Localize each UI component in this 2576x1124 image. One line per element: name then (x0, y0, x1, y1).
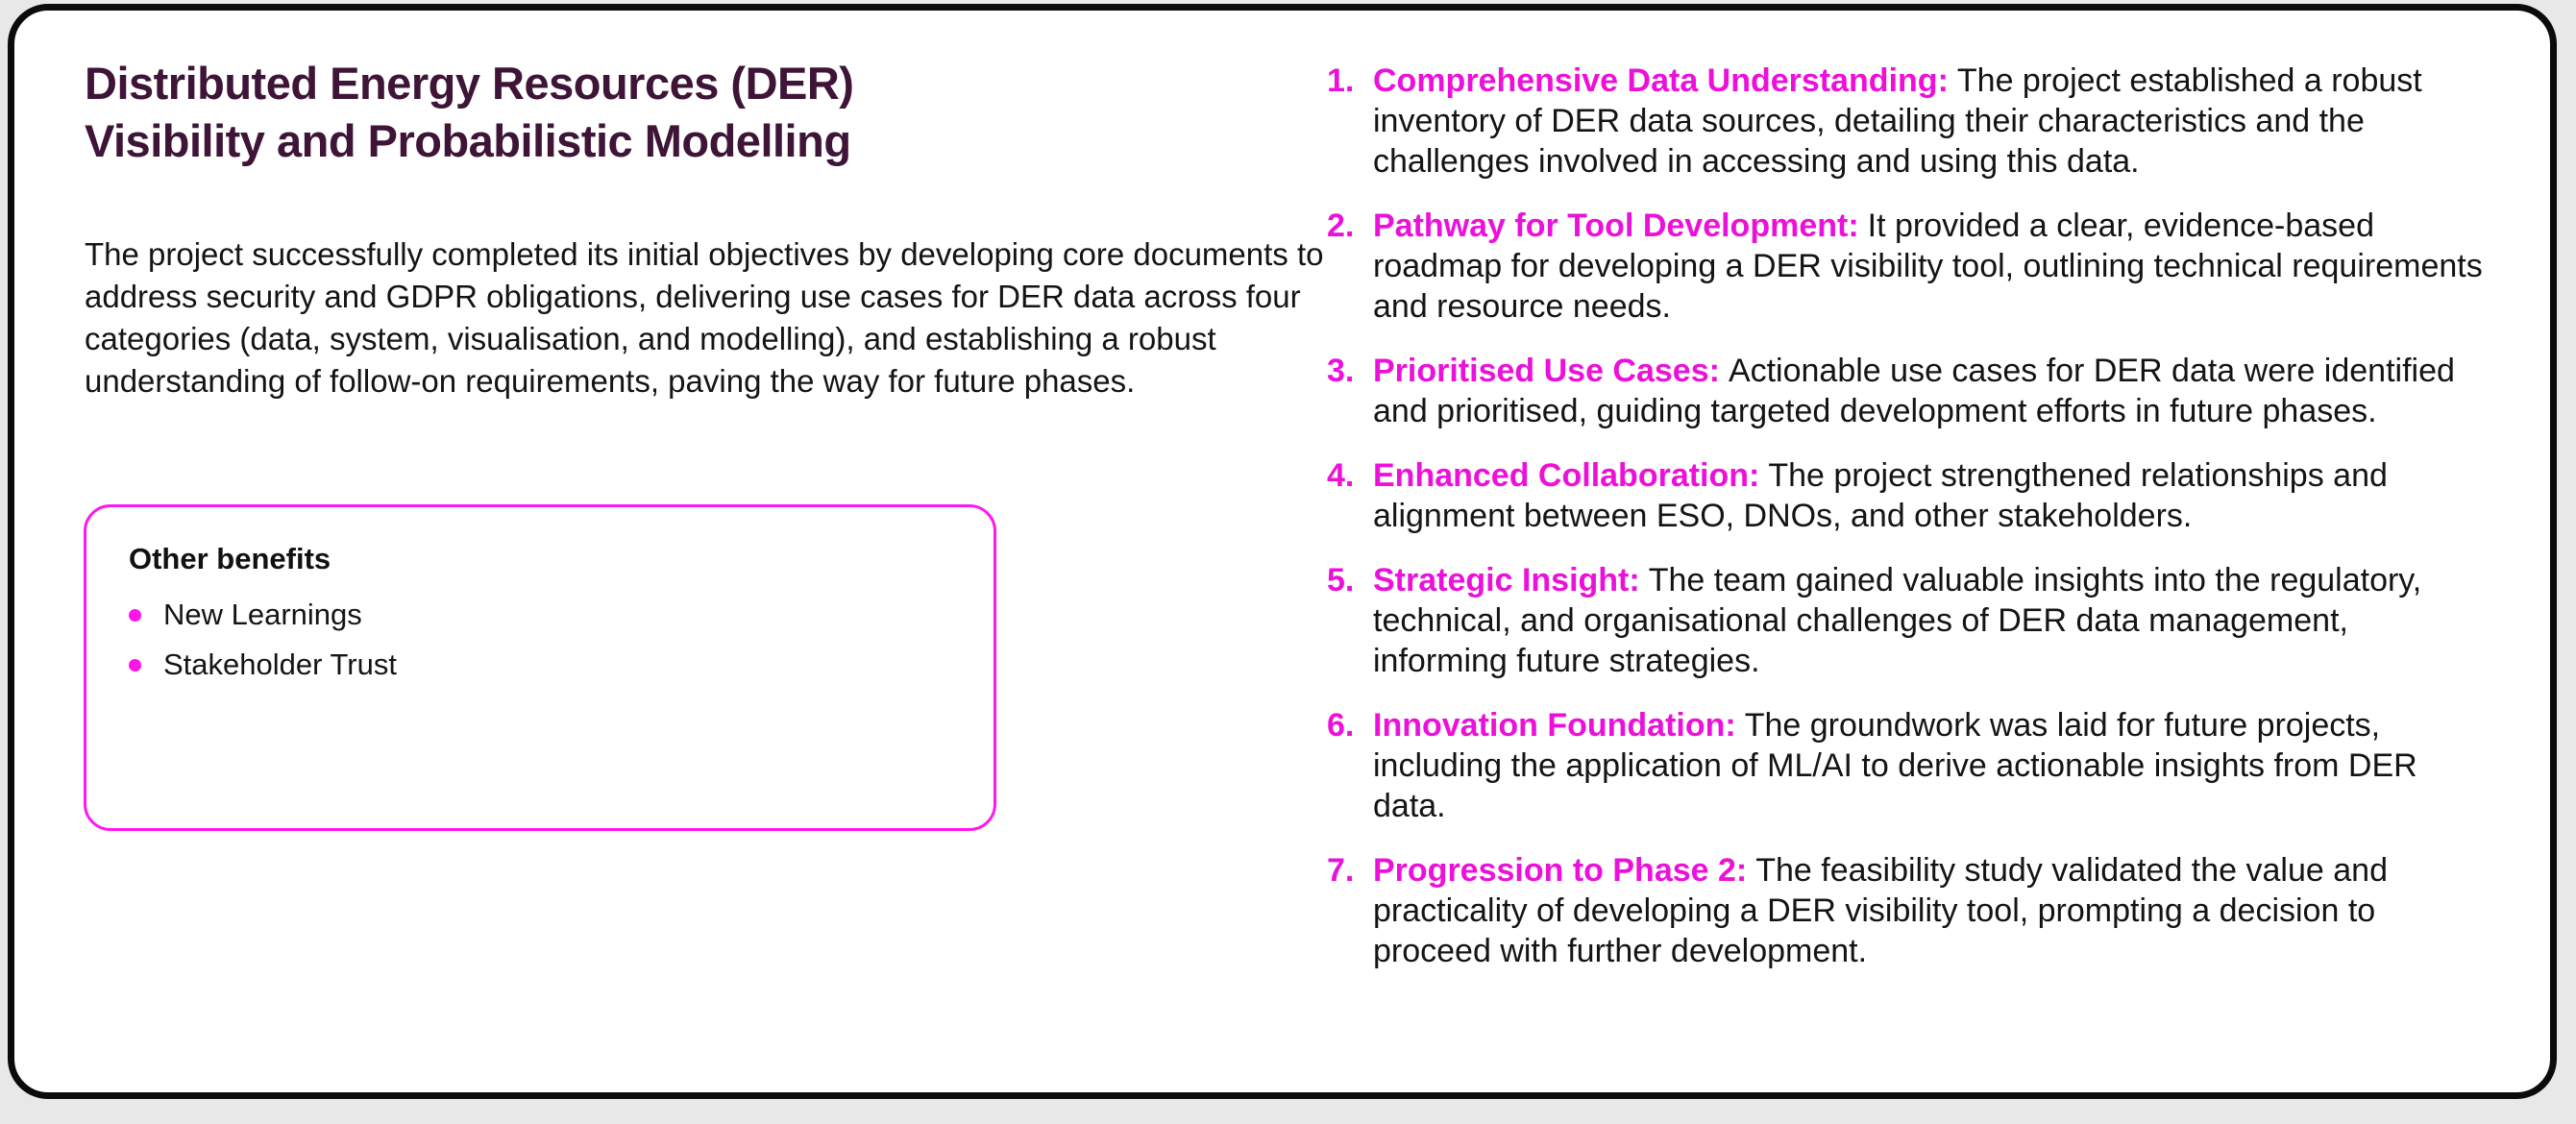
list-item-number: 5. (1327, 562, 1355, 599)
report-card: Distributed Energy Resources (DER) Visib… (8, 4, 2557, 1099)
list-item-title: Strategic Insight: (1373, 562, 1640, 599)
list-item-number: 7. (1327, 852, 1355, 889)
other-benefits-title: Other benefits (129, 542, 331, 575)
list-item-title: Prioritised Use Cases: (1373, 353, 1720, 389)
list-item: 3. Prioritised Use Cases:Actionable use c… (1327, 351, 2485, 431)
list-item-text: The team gained valuable insights into t… (1373, 562, 2422, 679)
benefit-label: New Learnings (163, 598, 362, 631)
list-item-number: 6. (1327, 707, 1355, 744)
list-item-text: It provided a clear, evidence-based road… (1373, 208, 2483, 325)
key-outcomes-list: 1.Comprehensive Data Understanding:The p… (1327, 61, 2485, 995)
list-item-title: Pathway for Tool Development: (1373, 208, 1859, 244)
page-title: Distributed Energy Resources (DER) Visib… (85, 55, 1314, 170)
list-item-text: The feasibility study validated the valu… (1373, 852, 2388, 969)
list-item: New Learnings (129, 590, 955, 640)
bullet-icon (129, 609, 141, 622)
intro-paragraph: The project successfully completed its i… (85, 236, 1324, 399)
list-item-text: The groundwork was laid for future proje… (1373, 707, 2417, 824)
list-item: Stakeholder Trust (129, 640, 955, 690)
list-item-number: 1. (1327, 62, 1355, 99)
page-title-line-1: Distributed Energy Resources (DER) (85, 58, 854, 109)
other-benefits-list: New Learnings Stakeholder Trust (129, 590, 955, 690)
list-item-title: Innovation Foundation: (1373, 707, 1736, 744)
list-item-title: Progression to Phase 2: (1373, 852, 1748, 889)
list-item-number: 3. (1327, 353, 1355, 389)
list-item-title: Comprehensive Data Understanding: (1373, 62, 1949, 99)
list-item: 7. Progression to Phase 2:The feasibility… (1327, 850, 2485, 971)
list-item-text: The project strengthened relationships a… (1373, 457, 2388, 534)
page-title-line-2: Visibility and Probabilistic Modelling (85, 115, 851, 166)
list-item-text: Actionable use cases for DER data were i… (1373, 353, 2455, 429)
list-item: 2. Pathway for Tool Development:It provid… (1327, 206, 2485, 327)
list-item-title: Enhanced Collaboration: (1373, 457, 1760, 494)
bullet-icon (129, 659, 141, 672)
benefit-label: Stakeholder Trust (163, 648, 397, 681)
list-item-number: 4. (1327, 457, 1355, 494)
list-item: 6. Innovation Foundation:The groundwork w… (1327, 705, 2485, 826)
list-item: 4. Enhanced Collaboration:The project str… (1327, 455, 2485, 536)
list-item: 1. Comprehensive Data Understanding:The p… (1327, 61, 2485, 182)
list-item: 5. Strategic Insight:The team gained valu… (1327, 560, 2485, 681)
list-item-number: 2. (1327, 208, 1355, 244)
other-benefits-box: Other benefits New Learnings Stakeholder… (84, 504, 996, 831)
list-item-text: The project established a robust invento… (1373, 62, 2422, 180)
